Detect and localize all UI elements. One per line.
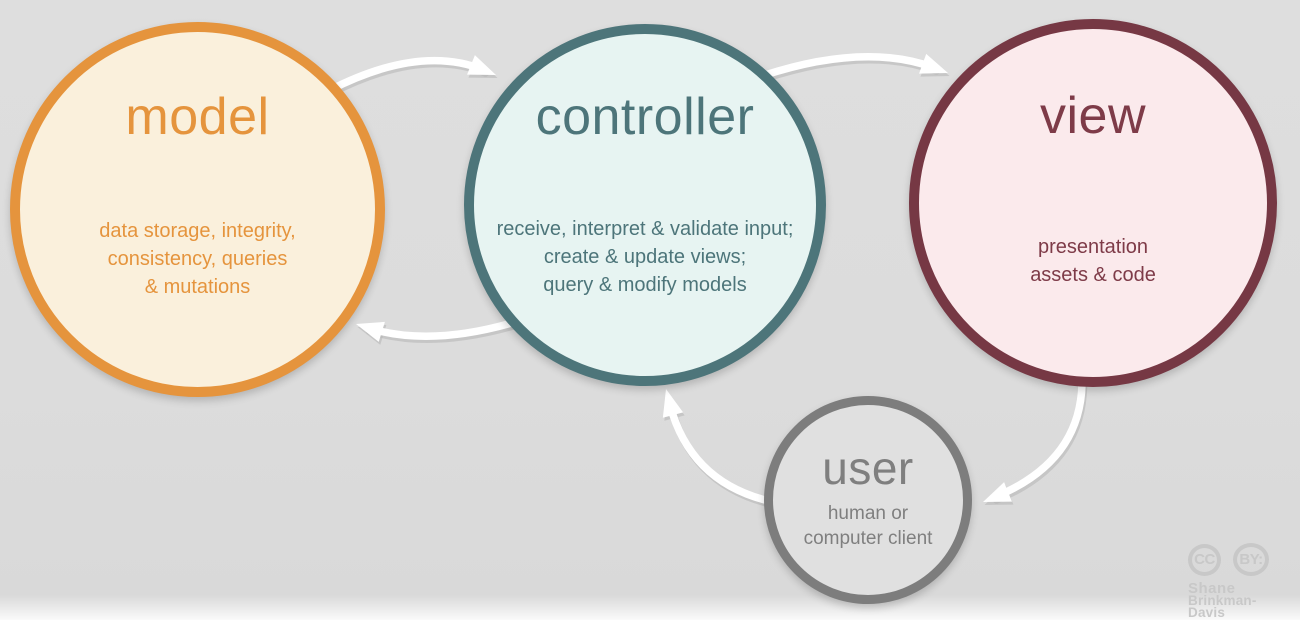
- node-user: user human or computer client: [764, 396, 972, 604]
- author-first-name: Shane: [1188, 580, 1236, 597]
- node-view: view presentation assets & code: [909, 19, 1277, 387]
- arrow-model-to-controller: [326, 55, 496, 94]
- cc-icon: CC: [1188, 543, 1221, 576]
- node-controller: controller receive, interpret & validate…: [464, 24, 826, 386]
- node-model-description: data storage, integrity, consistency, qu…: [99, 220, 296, 298]
- node-model-title: model: [125, 88, 270, 146]
- cc-by-icon: BY:: [1233, 543, 1269, 576]
- author-last-name: Brinkman-Davis: [1188, 593, 1257, 620]
- node-model: model data storage, integrity, consisten…: [10, 22, 385, 397]
- node-user-description: human or computer client: [803, 503, 933, 549]
- arrow-view-to-user: [983, 380, 1086, 502]
- arrow-controller-to-view: [758, 52, 948, 80]
- license-badges: CC BY:: [1188, 543, 1292, 576]
- node-view-title: view: [1039, 87, 1147, 145]
- arrow-controller-to-model: [356, 318, 519, 342]
- arrow-user-to-controller: [662, 389, 769, 504]
- node-view-description: presentation assets & code: [1030, 236, 1156, 286]
- license-credit: CC BY: Shane Brinkman-Davis: [1188, 543, 1292, 619]
- node-user-title: user: [822, 442, 914, 494]
- node-controller-title: controller: [535, 88, 755, 146]
- node-controller-description: receive, interpret & validate input; cre…: [496, 218, 794, 296]
